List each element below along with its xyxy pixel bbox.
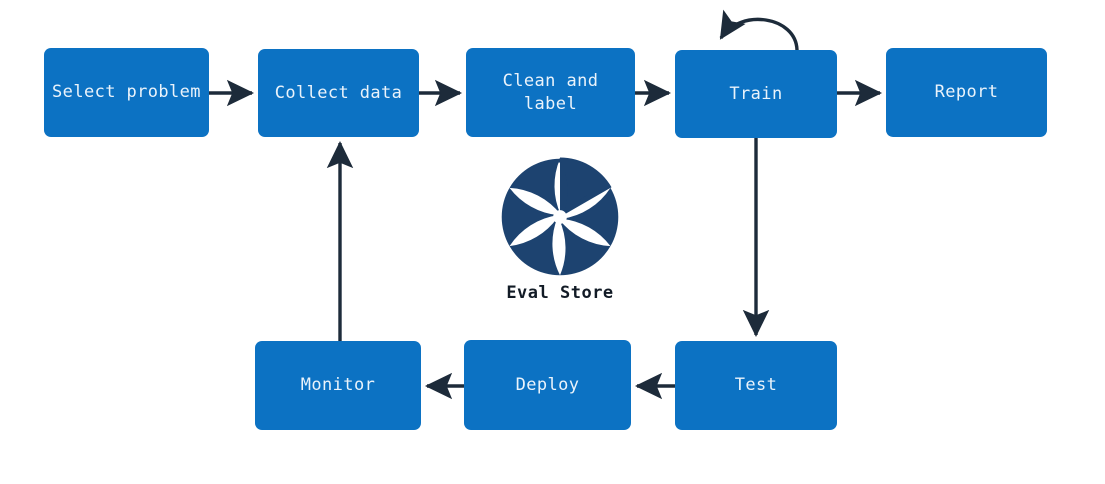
edge-train-self-loop — [719, 9, 799, 51]
node-select-problem[interactable]: Select problem — [44, 48, 209, 137]
node-deploy[interactable]: Deploy — [464, 340, 631, 430]
node-test[interactable]: Test — [675, 341, 837, 430]
eval-store-label: Eval Store — [506, 283, 614, 303]
eval-store-logo: Eval Store — [486, 155, 634, 305]
node-report[interactable]: Report — [886, 48, 1047, 137]
node-train[interactable]: Train — [675, 50, 837, 138]
aperture-icon — [501, 157, 619, 276]
node-monitor[interactable]: Monitor — [255, 341, 421, 430]
node-clean-and-label[interactable]: Clean and label — [466, 48, 635, 137]
node-collect-data[interactable]: Collect data — [258, 49, 419, 137]
